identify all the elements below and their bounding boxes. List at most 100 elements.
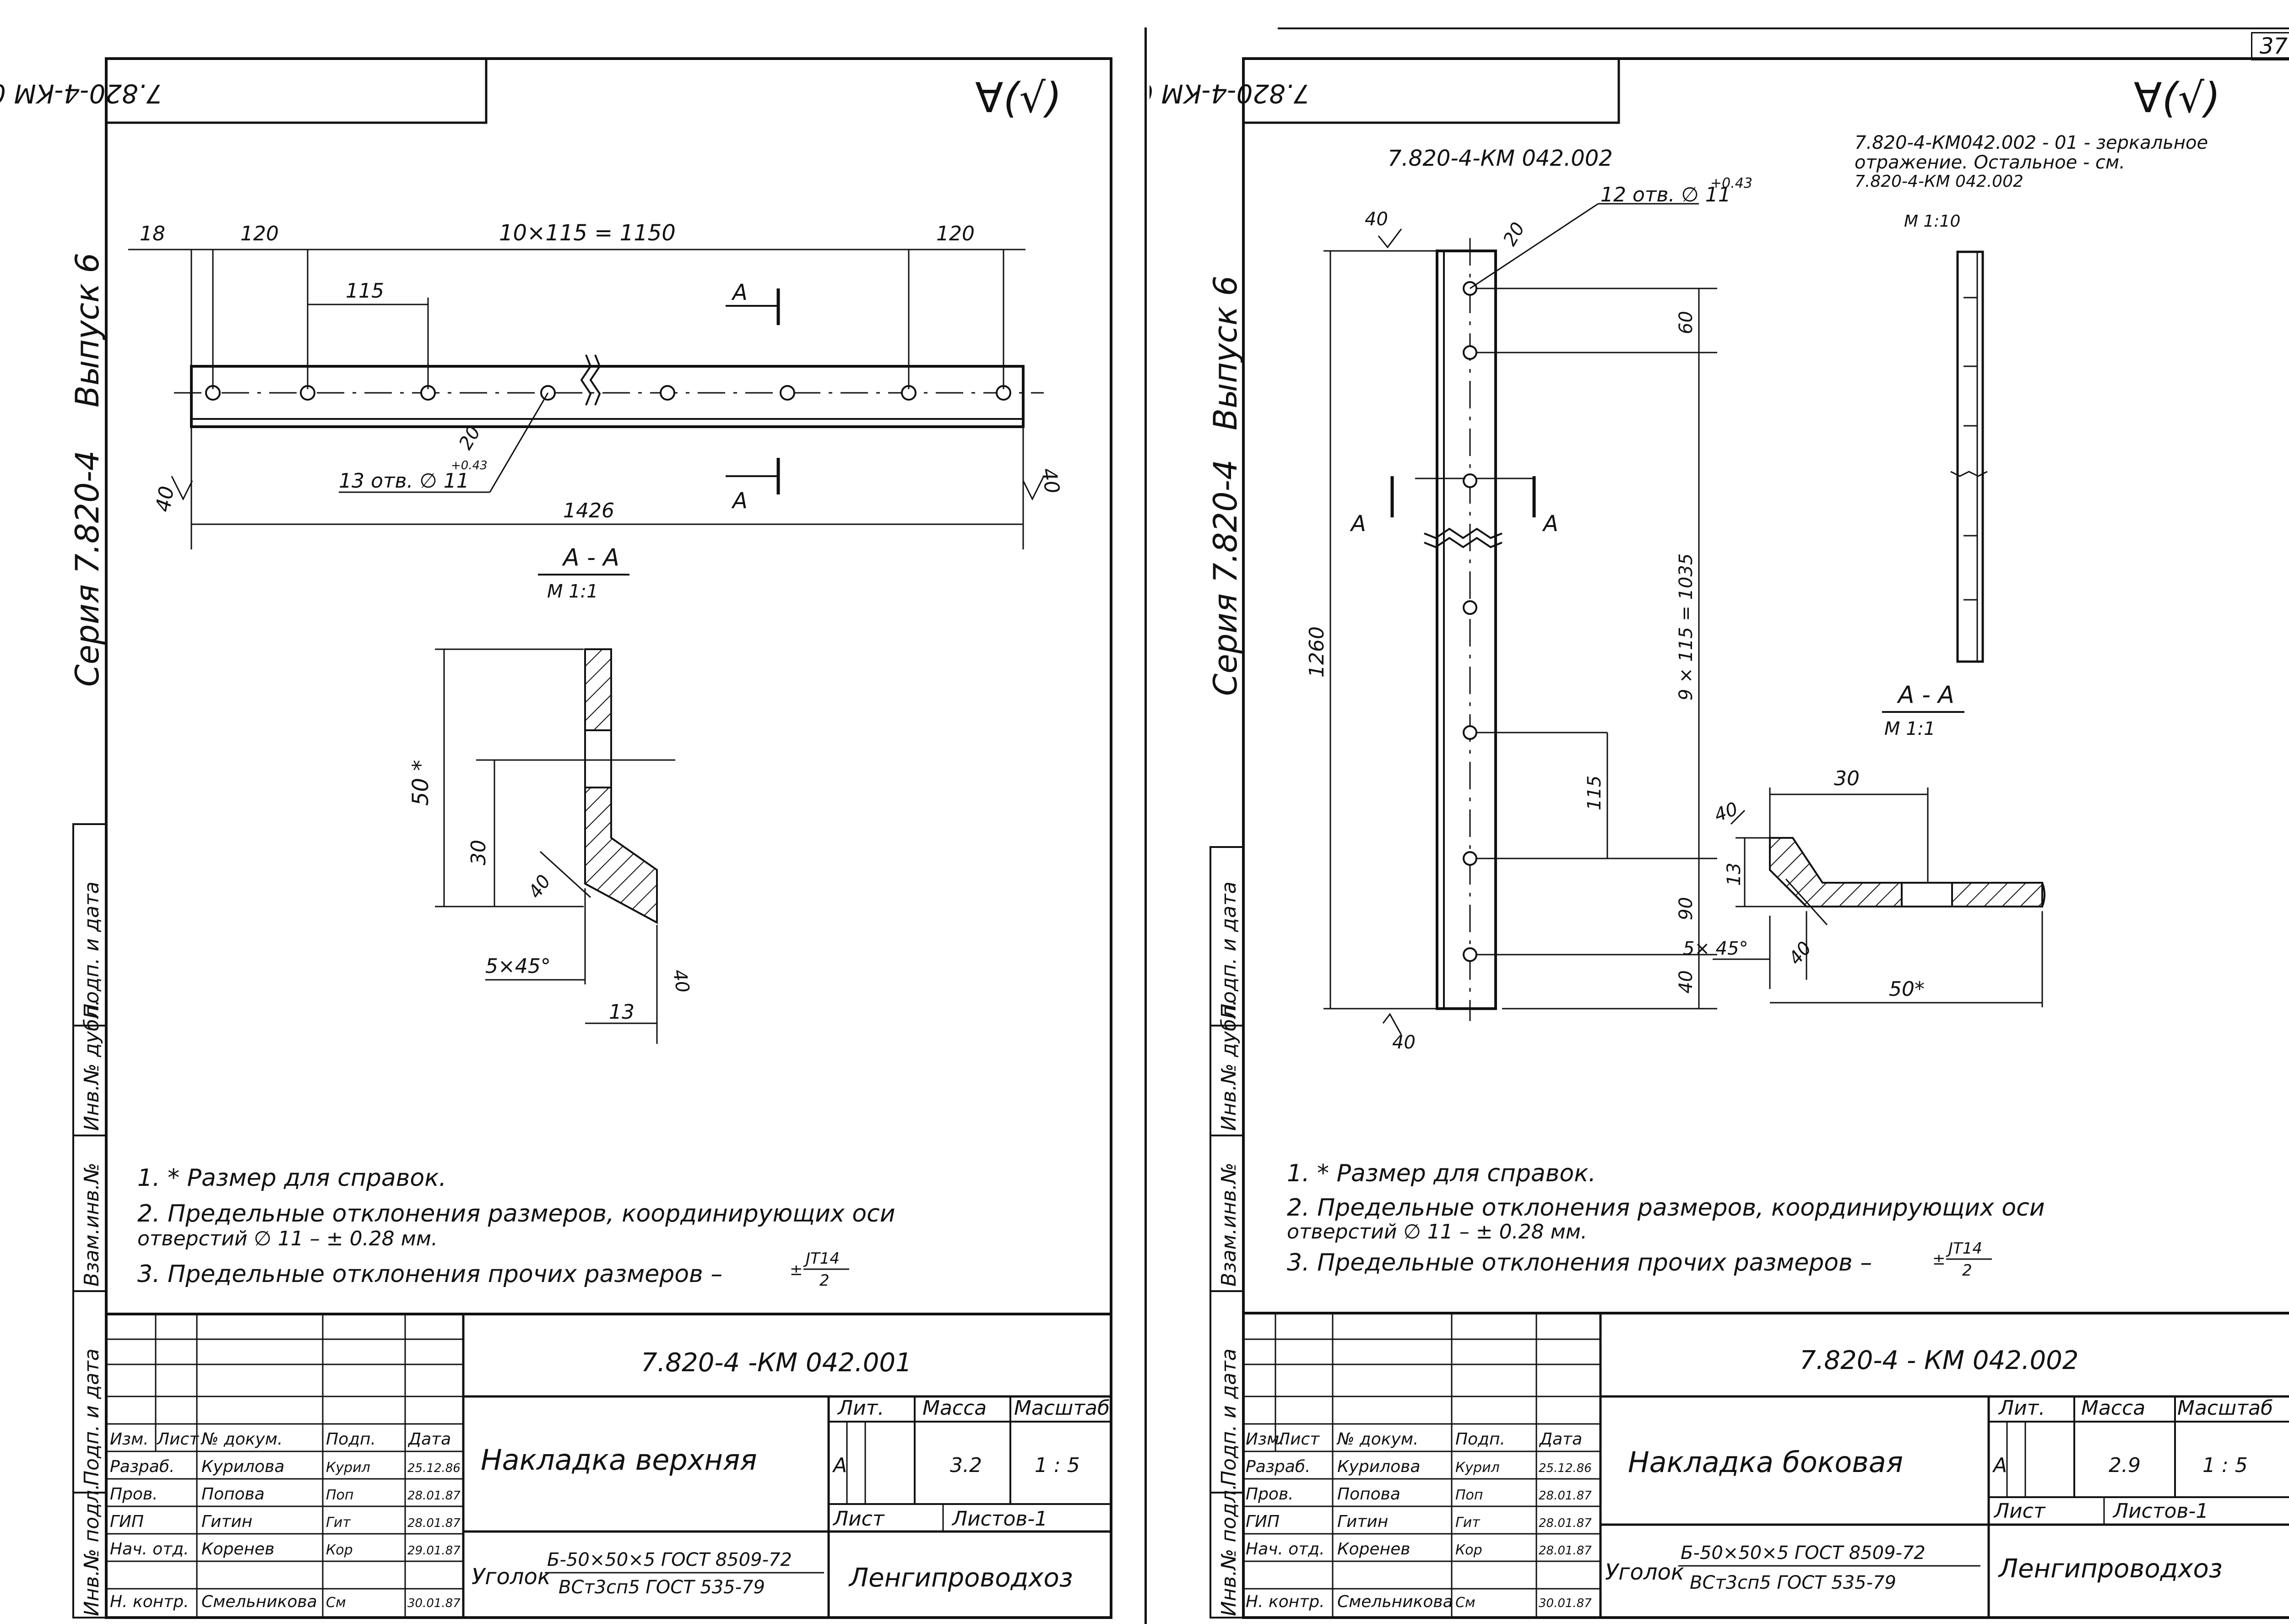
mirror-note-1: 7.820-4-КМ042.002 - 01 - зеркальное [1855, 132, 2208, 153]
svg-text:Разраб.: Разраб. [110, 1457, 174, 1476]
mirror-note-3: 7.820-4-КМ 042.002 [1855, 172, 2023, 191]
note-3: 3. Предельные отклонения прочих размеров… [1287, 1249, 1872, 1276]
tolerance-sign: ± [1932, 1250, 1946, 1269]
sheet-label: Лист [1993, 1499, 2046, 1523]
svg-text:Лист: Лист [156, 1430, 199, 1449]
mirror-note-2: отражение. Остальное - см. [1855, 152, 2125, 173]
organization: Ленгипроводхоз [1998, 1554, 2223, 1584]
svg-text:28.01.87: 28.01.87 [407, 1516, 461, 1530]
mirror-plate-view [1950, 250, 1988, 663]
svg-text:Взам.инв.№: Взам.инв.№ [80, 1162, 103, 1287]
mass-label: Масса [2081, 1396, 2145, 1420]
holes-callout: 12 отв. ∅ 11 [1600, 183, 1731, 206]
material-prefix: Уголок [1605, 1559, 1684, 1585]
section-mark-a-top: А [731, 280, 748, 305]
tolerance-den: 2 [819, 1271, 830, 1290]
material-bottom: ВСт3сп5 ГОСТ 535-79 [559, 1577, 765, 1598]
section-mark-a-bottom: А [731, 488, 748, 514]
dim-1426: 1426 [563, 499, 614, 522]
svg-text:Пров.: Пров. [1246, 1485, 1294, 1504]
note-1: 1. * Размер для справок. [1287, 1160, 1596, 1187]
svg-text:28.01.87: 28.01.87 [1539, 1489, 1592, 1503]
svg-text:25.12.86: 25.12.86 [407, 1461, 461, 1475]
doc-code: 7.820-4 -КМ 042.001 [641, 1348, 912, 1378]
dim-20: 20 [1499, 219, 1529, 250]
svg-text:28.01.87: 28.01.87 [1539, 1544, 1592, 1558]
svg-text:Подп.: Подп. [326, 1430, 376, 1449]
sheets-label: Листов-1 [951, 1507, 1047, 1531]
view-title: 7.820-4-КМ 042.002 [1388, 146, 1613, 171]
material-top: Б-50×50×5 ГОСТ 8509-72 [547, 1549, 792, 1570]
dim-115: 115 [346, 279, 384, 303]
material-bottom: ВСт3сп5 ГОСТ 535-79 [1690, 1572, 1896, 1593]
svg-text:Поп: Поп [1455, 1487, 1483, 1503]
lit-value: А [1992, 1454, 2007, 1477]
holes-callout: 13 отв. ∅ 11 [339, 469, 469, 493]
svg-text:Курилова: Курилова [201, 1457, 284, 1476]
svg-text:Курил: Курил [326, 1460, 370, 1476]
mass-label: Масса [922, 1396, 987, 1420]
dim-40-edge: 40 [668, 968, 693, 994]
section-a-a [435, 574, 675, 1044]
sheet-divider [1144, 27, 1147, 1624]
lit-label: Лит. [1998, 1396, 2045, 1420]
mass-value: 2.9 [2109, 1454, 2141, 1477]
svg-text:Изм.: Изм. [110, 1430, 149, 1449]
note-2: 2. Предельные отклонения размеров, коорд… [137, 1200, 895, 1228]
note-3: 3. Предельные отклонения прочих размеров… [137, 1260, 722, 1288]
svg-text:Коренев: Коренев [1337, 1540, 1410, 1559]
side-stamp: Подп. и дата Инв.№ дубл. Взам.инв.№ Подп… [1210, 846, 1244, 1619]
corner-stamp-box [105, 57, 488, 124]
dim-40-right: 40 [1036, 466, 1064, 495]
section-title: А - А [1897, 681, 1954, 709]
surface-finish-mark: ∀(√) [2134, 74, 2220, 122]
svg-text:Нач. отд.: Нач. отд. [1246, 1540, 1325, 1559]
scale-value: 1 : 5 [2202, 1454, 2248, 1477]
svg-text:Инв.№ подл.: Инв.№ подл. [80, 1483, 103, 1616]
svg-text:Гитин: Гитин [201, 1512, 252, 1531]
svg-text:Подп. и дата: Подп. и дата [1217, 881, 1241, 1019]
svg-text:Гитин: Гитин [1337, 1512, 1388, 1531]
drawing-sheet-side-plate: 7.820-4-КМ 042.002 ∀(√) Серия 7.820-4 Вы… [1150, 0, 2289, 1624]
section-scale: М 1:1 [547, 581, 598, 602]
dim-40-left: 40 [152, 484, 179, 514]
holes-tolerance: +0.43 [1710, 175, 1752, 191]
material-prefix: Уголок [472, 1564, 551, 1590]
dim-40-edge: 40 [1785, 938, 1816, 969]
dim-90: 90 [1676, 897, 1697, 920]
drawing-sheet-upper-plate: 7.820-4-КМ 042.001 ∀(√) Серия 7.820-4 Вы… [0, 57, 1112, 1619]
sheet-label: Лист [832, 1507, 885, 1531]
tolerance-num: JT14 [803, 1249, 840, 1268]
svg-text:Взам.инв.№: Взам.инв.№ [1217, 1162, 1241, 1287]
svg-text:Смельникова: Смельникова [201, 1592, 317, 1611]
side-series: Серия 7.820-4 [1207, 460, 1244, 696]
svg-text:28.01.87: 28.01.87 [407, 1489, 461, 1503]
svg-text:Гит: Гит [1455, 1515, 1481, 1531]
note-2-cont: отверстий ∅ 11 – ± 0.28 мм. [1287, 1220, 1587, 1244]
svg-text:Н. контр.: Н. контр. [1246, 1592, 1325, 1611]
svg-text:29.01.87: 29.01.87 [407, 1544, 461, 1558]
part-name: Накладка верхняя [481, 1443, 757, 1477]
svg-text:Курил: Курил [1455, 1460, 1500, 1476]
dim-40-fillet: 40 [1712, 798, 1741, 826]
dim-115: 115 [1584, 776, 1605, 810]
svg-text:Попова: Попова [201, 1485, 265, 1504]
svg-text:Подп. и дата: Подп. и дата [80, 1348, 103, 1486]
note-1: 1. * Размер для справок. [137, 1164, 446, 1192]
dim-chamfer: 5×45° [485, 955, 551, 978]
tolerance-num: JT14 [1946, 1239, 1982, 1258]
section-mark-a-right: А [1542, 511, 1558, 537]
upper-plate-view [128, 249, 1045, 549]
svg-text:30.01.87: 30.01.87 [1539, 1597, 1592, 1610]
dim-30: 30 [1834, 767, 1860, 790]
svg-text:Н. контр.: Н. контр. [110, 1592, 189, 1611]
corner-stamp: 7.820-4-КМ 042.002 [1150, 78, 1310, 108]
note-2: 2. Предельные отклонения размеров, коорд… [1287, 1194, 2045, 1222]
svg-text:25.12.86: 25.12.86 [1539, 1461, 1592, 1475]
dim-50-ref: 50 * [408, 760, 434, 806]
section-title: А - А [562, 544, 619, 571]
title-block [1242, 1312, 2289, 1619]
material-top: Б-50×50×5 ГОСТ 8509-72 [1681, 1543, 1926, 1564]
dim-1260: 1260 [1305, 626, 1329, 678]
dim-18: 18 [140, 222, 165, 245]
